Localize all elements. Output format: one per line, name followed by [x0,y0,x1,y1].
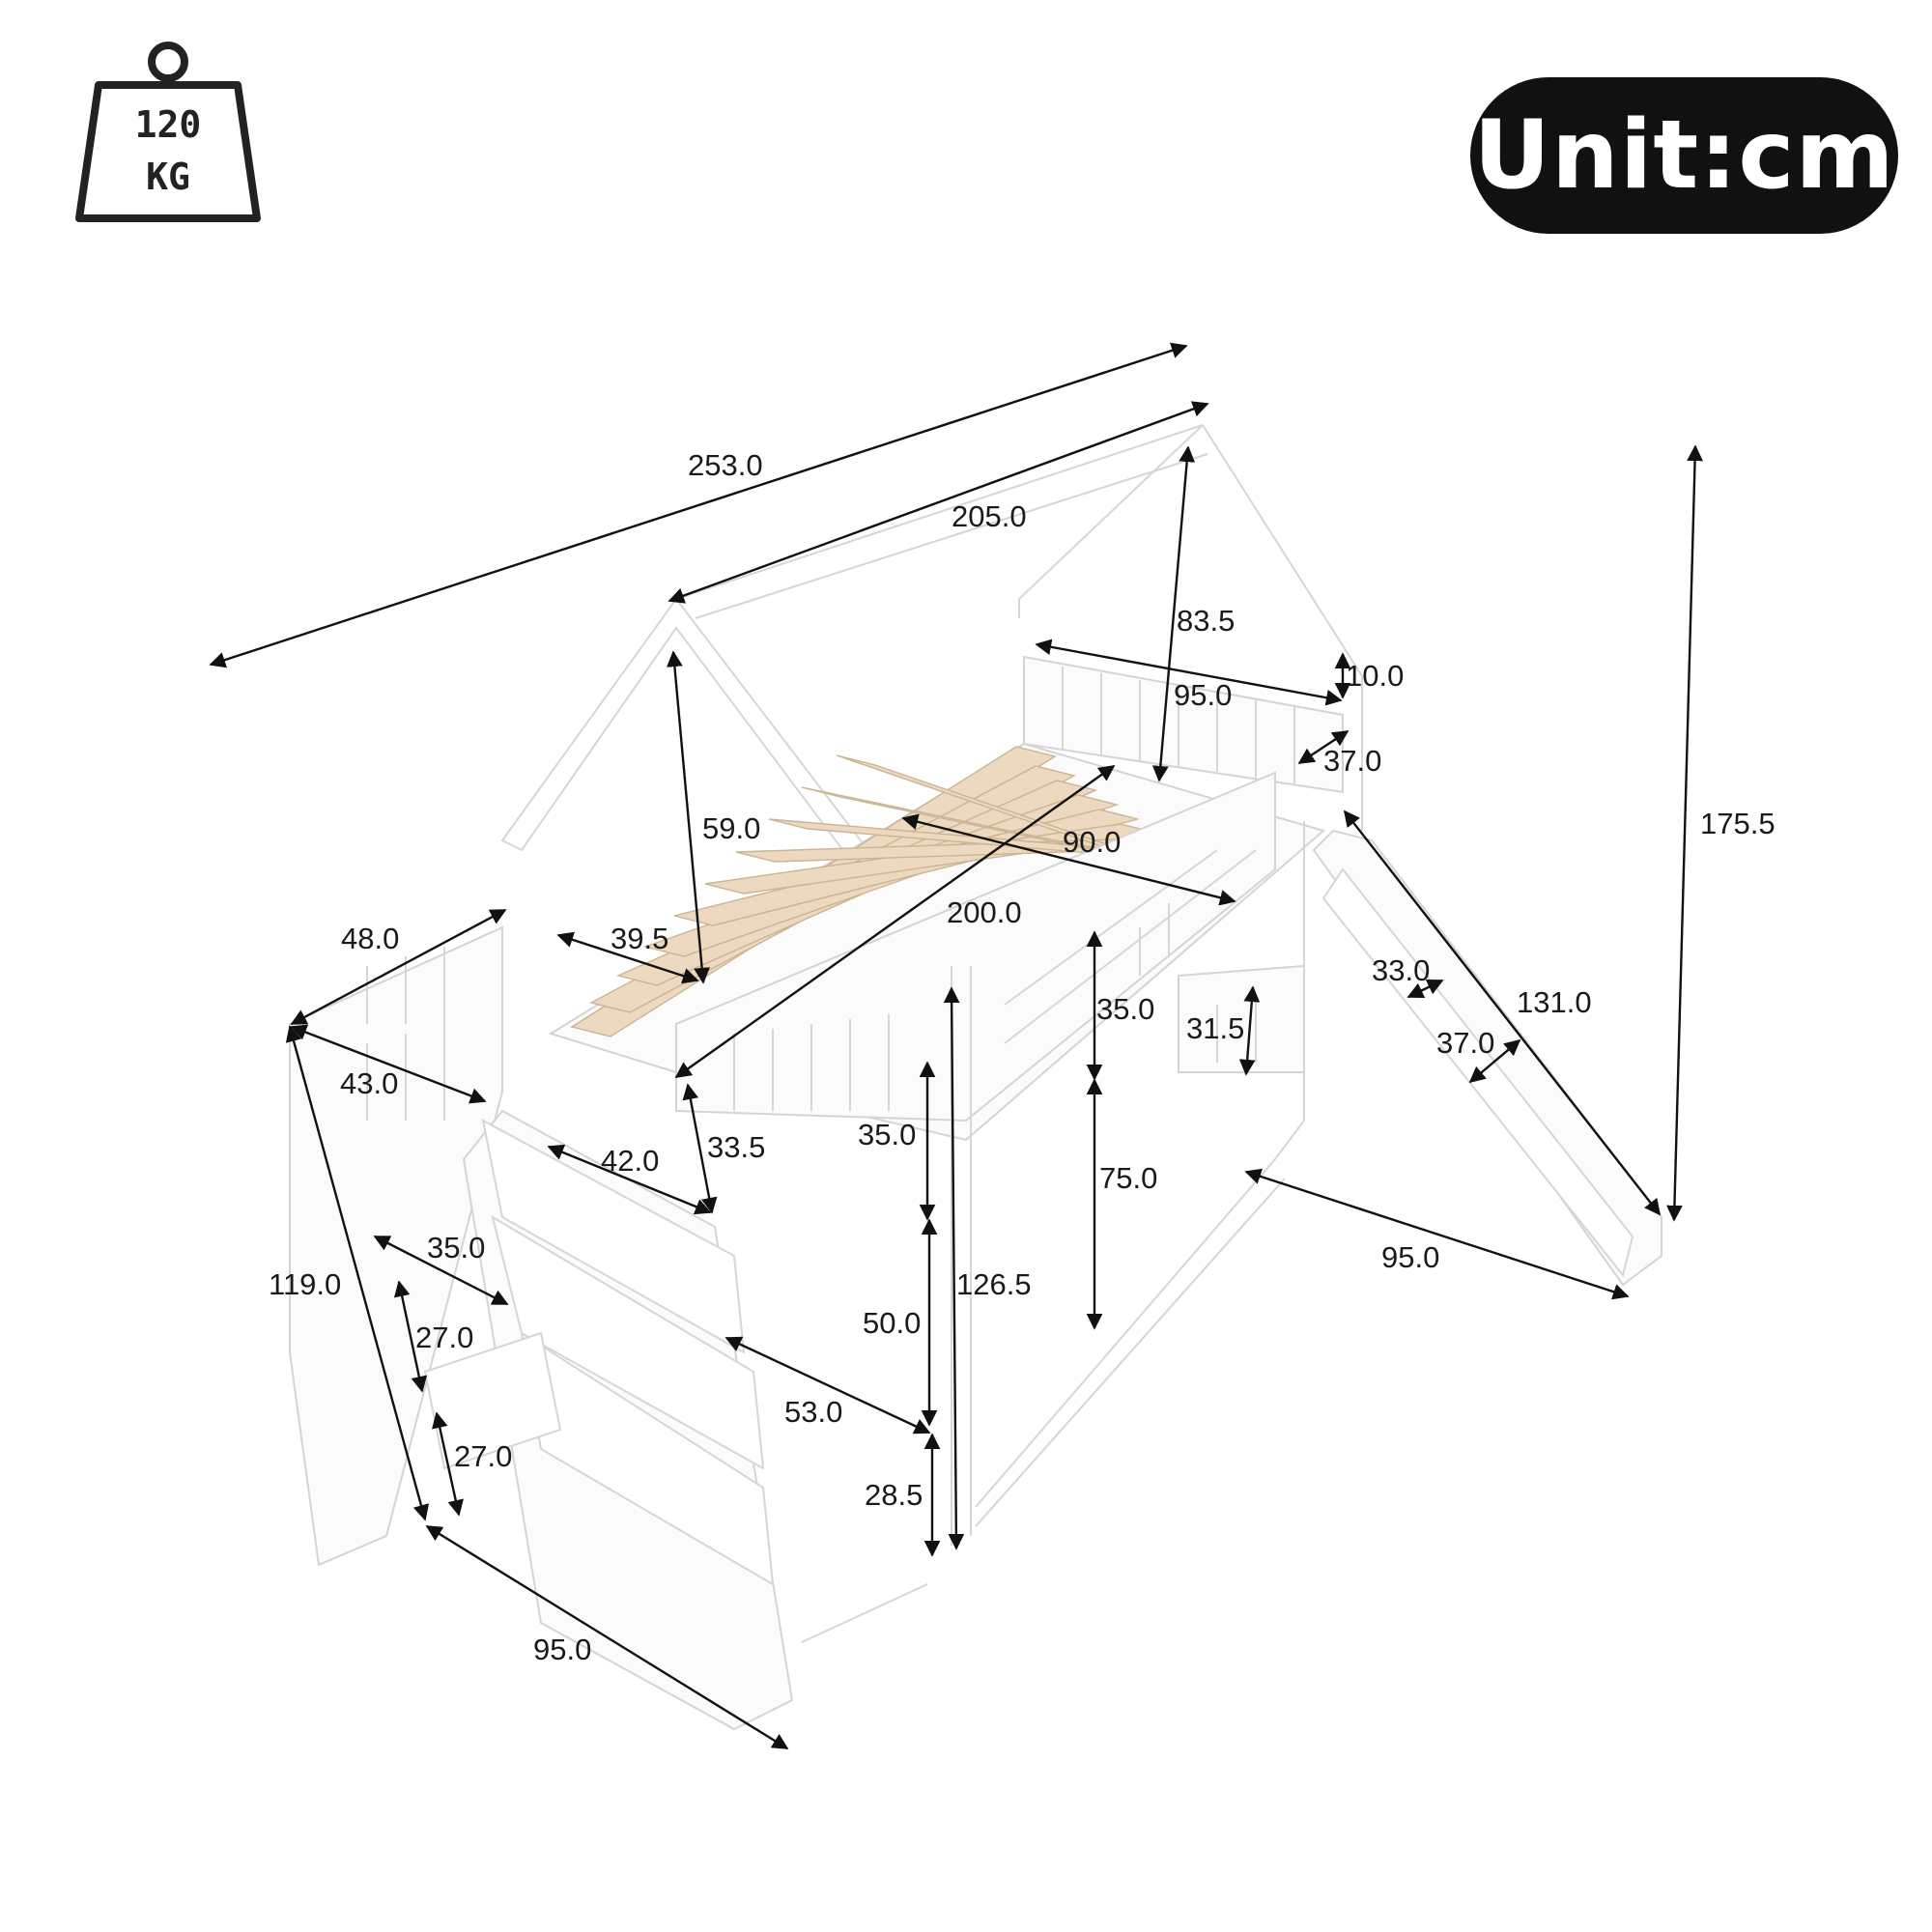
dim-line-opening-width [556,931,699,984]
dim-label-slide-length: 131.0 [1517,985,1592,1019]
weight-icon: 120 KG [75,42,261,222]
dim-label-slide-top-width: 37.0 [1323,744,1381,778]
dim-label-stair-step-depth: 42.0 [601,1144,659,1178]
dim-line-stair-height [285,1025,430,1521]
dim-label-stair-height: 119.0 [269,1267,341,1301]
dim-label-stair-depth: 48.0 [341,922,399,955]
dim-label-shelf-height-1: 27.0 [415,1321,473,1354]
dim-label-roof-height: 83.5 [1177,604,1235,638]
dim-label-stair-top-width: 43.0 [340,1066,398,1100]
dim-label-mattress-width: 90.0 [1063,825,1121,859]
dim-label-front-roof-height: 59.0 [702,811,760,845]
slide-bed [1321,867,1634,1278]
dimension-labels: 253.0 205.0 83.5 95.0 10.0 37.0 175.5 59… [269,448,1776,1666]
dim-line-slide-rail-height [1238,985,1261,1076]
dim-line-guardrail-length [1035,639,1343,706]
dim-line-slide-width [1468,1038,1521,1084]
dim-label-total-length: 253.0 [688,448,763,482]
lower-frame-2 [975,1178,1286,1527]
dim-label-mattress-length: 200.0 [947,895,1022,929]
dim-label-stair-top-height: 33.5 [707,1130,765,1164]
dim-line-shelf-height-1 [393,1280,428,1393]
dim-label-slide-base-length: 95.0 [1381,1240,1439,1274]
unit-badge: Unit:cm [1470,77,1898,234]
dim-label-guardrail-height: 10.0 [1346,659,1404,693]
dim-line-mattress-length [674,765,1116,1078]
dim-label-stair-step-width: 53.0 [784,1395,842,1429]
lower-frame [975,1120,1305,1508]
dim-line-roof-height [1151,445,1196,782]
dim-line-stair-step-width [724,1336,931,1435]
dim-line-stair-shelf-width [373,1235,509,1306]
dim-line-stair-base-length [425,1524,789,1750]
dim-label-rail-height: 35.0 [1096,992,1154,1026]
dim-label-under-bed-height: 75.0 [1099,1161,1157,1195]
dim-label-opening-width: 39.5 [611,922,668,955]
weight-value: 120 [135,103,202,146]
dim-line-total-height [1666,444,1703,1222]
dim-line-slide-base-length [1244,1168,1630,1300]
dim-label-slide-side: 33.0 [1372,953,1430,987]
dim-label-front-rail-height: 35.0 [858,1118,916,1151]
dim-label-guardrail-length: 95.0 [1174,678,1232,712]
dim-label-total-height: 175.5 [1700,807,1776,840]
dim-line-shelf-height-2 [432,1411,464,1517]
dim-label-step-height: 28.5 [865,1478,923,1512]
dim-label-stair-mid-height: 50.0 [863,1306,921,1340]
dim-line-slide-length [1343,810,1662,1216]
dim-label-slide-rail-height: 31.5 [1186,1011,1244,1045]
dim-label-slide-width: 37.0 [1436,1026,1494,1060]
dim-label-stair-base-length: 95.0 [533,1633,591,1666]
dim-line-bed-height [943,986,965,1550]
dim-line-slide-top-width [1297,729,1350,765]
dimension-lines [209,342,1703,1750]
dim-label-bed-height: 126.5 [956,1267,1032,1301]
dim-line-stair-top-height [682,1083,718,1214]
dim-label-stair-shelf-width: 35.0 [427,1231,485,1264]
dim-line-roof-length [668,401,1209,604]
bed-drawing [289,423,1662,1731]
dim-label-shelf-height-2: 27.0 [454,1439,512,1473]
weight-unit: KG [146,156,190,198]
dim-line-stair-depth [290,908,507,1026]
dim-label-roof-length: 205.0 [952,499,1027,533]
